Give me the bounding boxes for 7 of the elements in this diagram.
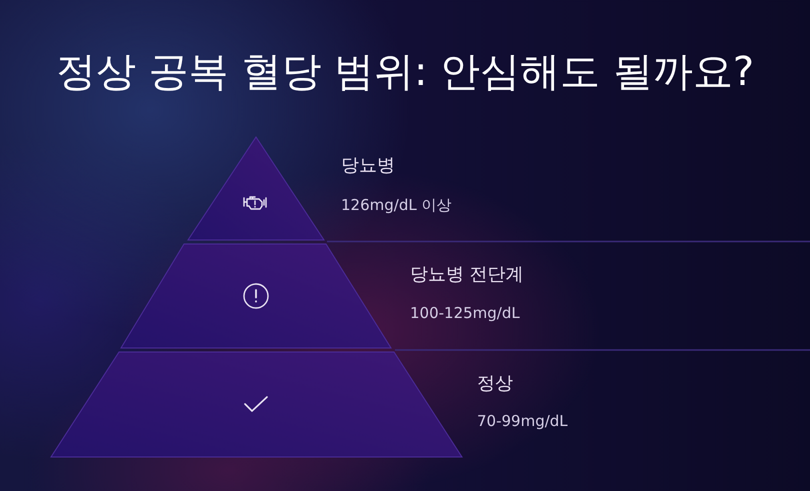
- tier-heading: 정상: [477, 372, 513, 396]
- glucose-range: 100-125mg/dL: [410, 303, 520, 323]
- tier-heading: 당뇨병: [341, 154, 395, 178]
- title: 정상 공복 혈당 범위: 안심해도 될까요?: [54, 48, 756, 97]
- glucose-range: 126mg/dL 이상: [341, 195, 452, 215]
- tier-heading: 당뇨병 전단계: [410, 263, 524, 287]
- glucose-range: 70-99mg/dL: [477, 411, 568, 431]
